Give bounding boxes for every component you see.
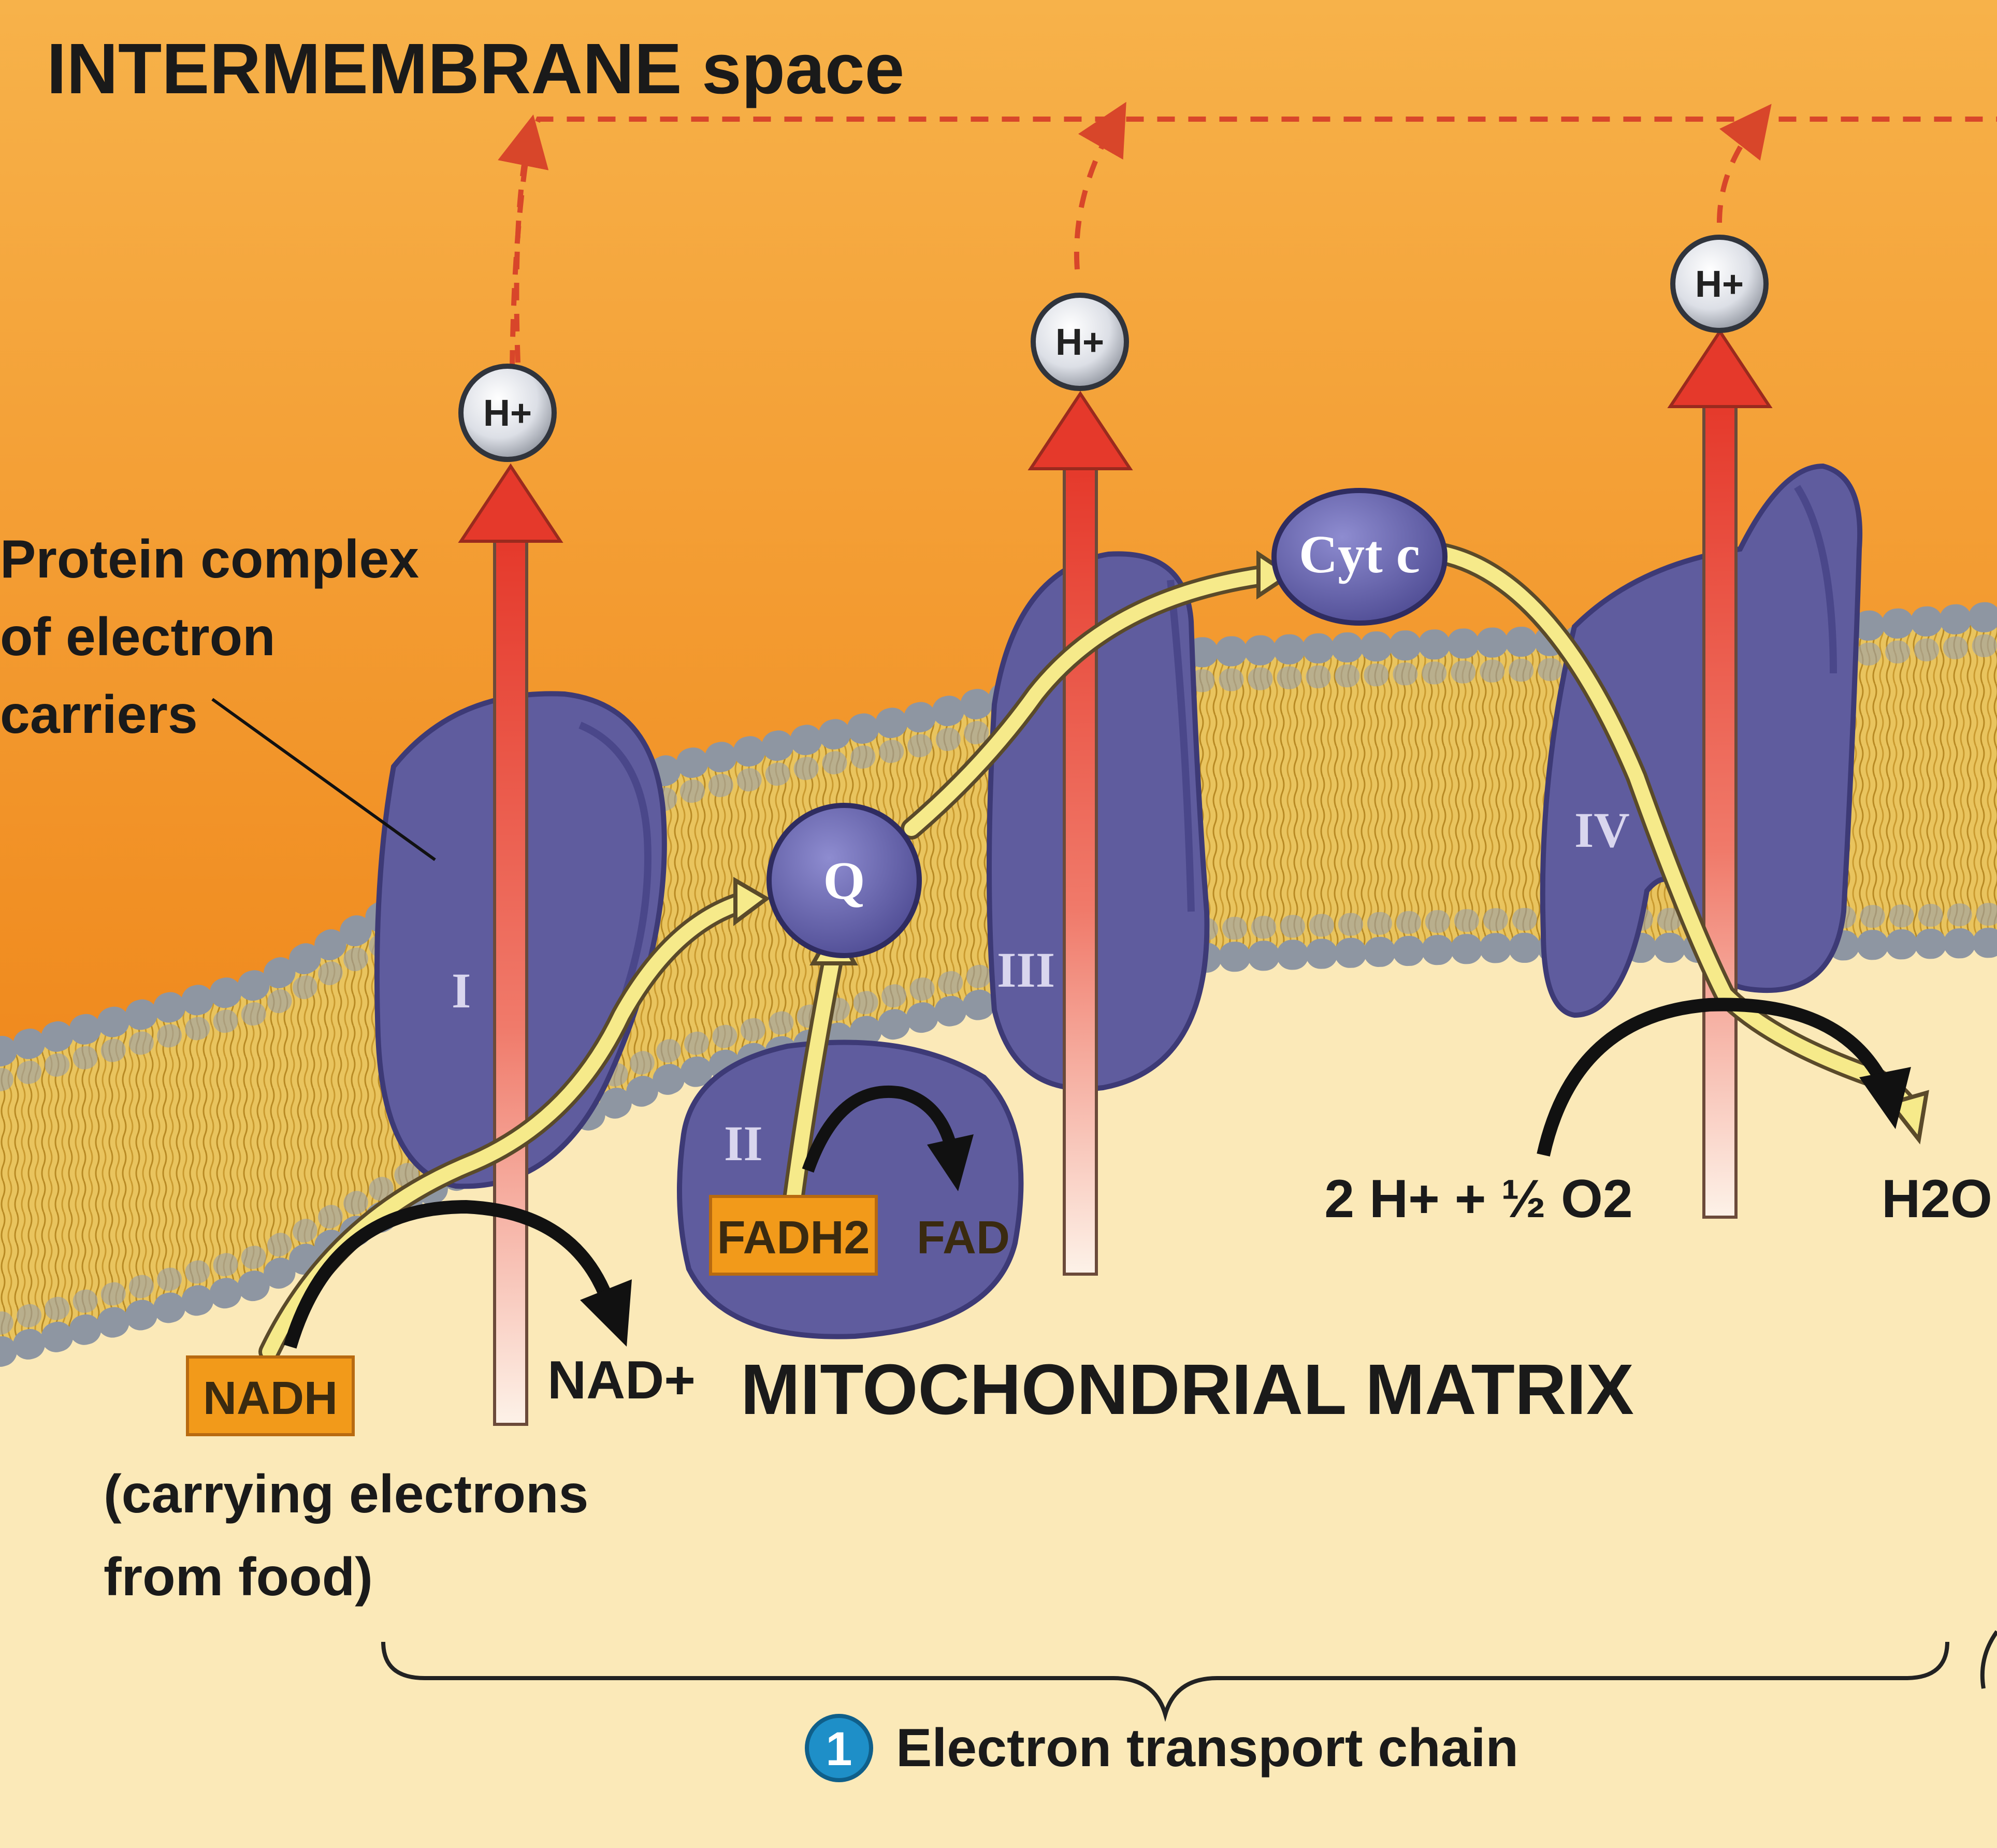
protein-label-line-1: Protein complex xyxy=(0,529,419,589)
inner-head-row xyxy=(0,928,1997,1367)
nad-plus-label: NAD+ xyxy=(547,1350,696,1410)
protein-label-line-3: carriers xyxy=(0,685,198,745)
nadh-to-nad-arrowhead xyxy=(580,1279,632,1347)
proton-return-branch-4 xyxy=(1717,104,1772,223)
fadh2-to-fad-arrow xyxy=(802,1085,959,1173)
step-badge: 1 xyxy=(805,1714,873,1782)
proton-return-branch-1 xyxy=(498,114,549,363)
fadh2-label: FADH2 xyxy=(717,1212,870,1264)
fad-label: FAD xyxy=(917,1212,1010,1264)
step-label: Electron transport chain xyxy=(896,1718,1518,1778)
ubiquinone-q: Q xyxy=(766,803,922,958)
intermembrane-title: INTERMEMBRANE space xyxy=(47,29,904,109)
chain-brace xyxy=(381,1641,1949,1722)
proton-arrow-iii xyxy=(1028,391,1133,1276)
svg-text:Cyt c: Cyt c xyxy=(1299,525,1420,584)
oxygen-to-water-arrow xyxy=(1537,998,1891,1157)
svg-text:H+: H+ xyxy=(483,393,532,434)
electron-path-q-to-cytc-fill xyxy=(904,568,1276,836)
proton-ion-2: H+ xyxy=(1031,293,1129,391)
nadh-to-nad-arrow xyxy=(283,1200,618,1349)
water-label: H2O xyxy=(1882,1169,1992,1229)
nadh-note-line-2: from food) xyxy=(104,1547,373,1607)
svg-text:H+: H+ xyxy=(1055,322,1104,363)
proton-arrow-iv xyxy=(1667,328,1773,1219)
cytochrome-c: Cyt c xyxy=(1271,488,1448,626)
proton-ion-3: H+ xyxy=(1670,235,1769,333)
proton-ion-1: H+ xyxy=(458,364,557,462)
nadh-label: NADH xyxy=(203,1373,338,1424)
complex-iv-label: IV xyxy=(1574,802,1630,858)
protein-label-leader xyxy=(211,698,436,861)
complex-iii-label: III xyxy=(997,942,1055,998)
electron-path-fadh2-to-q-fill xyxy=(785,946,841,1214)
chain-brace-right-edge xyxy=(1980,1630,1997,1689)
complex-iv xyxy=(1540,463,1863,1018)
step-number: 1 xyxy=(826,1723,852,1775)
proton-return-branch-3 xyxy=(1074,102,1126,270)
svg-text:Q: Q xyxy=(823,851,865,911)
protein-label-line-2: of electron xyxy=(0,607,276,667)
complex-ii-label: II xyxy=(724,1116,763,1171)
electron-head-q xyxy=(733,877,771,926)
nadh-box xyxy=(186,1355,355,1436)
complex-i-label: I xyxy=(452,963,471,1018)
proton-arrow-i xyxy=(458,463,563,1426)
oxygen-equation: 2 H+ + ½ O2 xyxy=(1324,1169,1632,1229)
fadh2-box xyxy=(709,1195,878,1276)
nadh-note-line-1: (carrying electrons xyxy=(104,1464,588,1524)
complex-ii xyxy=(677,1040,1024,1339)
fadh2-to-fad-arrowhead xyxy=(927,1134,974,1191)
matrix-title: MITOCHONDRIAL MATRIX xyxy=(741,1350,1634,1430)
oxygen-to-water-arrowhead xyxy=(1859,1067,1911,1129)
svg-text:H+: H+ xyxy=(1695,264,1744,305)
